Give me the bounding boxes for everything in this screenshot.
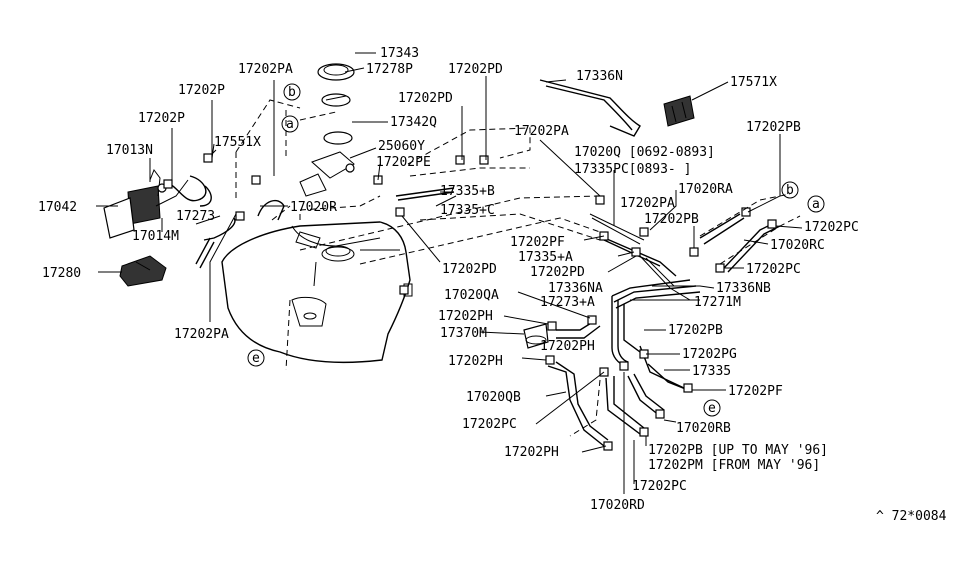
label-17202PA-top: 17202PA — [238, 62, 293, 77]
label-17013N: 17013N — [106, 143, 153, 158]
callout-e-right: e — [703, 399, 721, 417]
label-17020RD: 17020RD — [590, 498, 645, 513]
label-17280: 17280 — [42, 266, 81, 281]
label-17336NB: 17336NB — [716, 281, 771, 296]
label-17202PC-b: 17202PC — [462, 417, 517, 432]
label-17202PH-4: 17202PH — [504, 445, 559, 460]
label-17335PC: 17335PC[0893- ] — [574, 162, 691, 177]
label-17202PD-top: 17202PD — [448, 62, 503, 77]
label-17551X: 17551X — [214, 135, 261, 150]
part-labels: 17343 17278P 17202PA 17202P 17202P 17342… — [38, 46, 947, 524]
label-17202P-2: 17202P — [138, 111, 185, 126]
label-17202PB-2: 17202PB — [644, 212, 699, 227]
label-17202PA-mid: 17202PA — [514, 124, 569, 139]
label-17271M: 17271M — [694, 295, 741, 310]
callout-a-left: a — [281, 115, 299, 133]
label-17370M: 17370M — [440, 326, 487, 341]
label-17202PH-2: 17202PH — [540, 339, 595, 354]
label-17336N: 17336N — [576, 69, 623, 84]
hose-clamps — [163, 153, 777, 451]
label-25060Y: 25060Y — [378, 139, 425, 154]
callout-e-right-text: e — [708, 401, 716, 416]
callout-b-right: b — [781, 181, 799, 199]
fuel-tank — [221, 221, 413, 364]
label-17042: 17042 — [38, 200, 77, 215]
label-17343: 17343 — [380, 46, 419, 61]
label-17202PC-r: 17202PC — [804, 220, 859, 235]
clip-bracket — [663, 95, 695, 127]
label-17202PG: 17202PG — [682, 347, 737, 362]
filler-cap-parts — [299, 63, 355, 197]
label-17020QA: 17020QA — [444, 288, 499, 303]
label-17202PD-2: 17202PD — [398, 91, 453, 106]
label-17020RA: 17020RA — [678, 182, 733, 197]
callout-e-left: e — [247, 349, 265, 367]
label-17202PC-b2: 17202PC — [632, 479, 687, 494]
label-17278P: 17278P — [366, 62, 413, 77]
label-17202PB-up: 17202PB [UP TO MAY '96] — [648, 443, 828, 458]
label-17202PE: 17202PE — [376, 155, 431, 170]
label-17202PB-3: 17202PB — [668, 323, 723, 338]
label-17202PD-4: 17202PD — [530, 265, 585, 280]
label-17202PH-3: 17202PH — [448, 354, 503, 369]
callout-b-left-text: b — [288, 85, 296, 100]
label-17202PA-left: 17202PA — [174, 327, 229, 342]
fuel-strainer — [119, 255, 167, 287]
label-17202PC-r2: 17202PC — [746, 262, 801, 277]
callout-b-left: b — [283, 83, 301, 101]
label-17335B: 17335+B — [440, 184, 495, 199]
label-17020RC: 17020RC — [770, 238, 825, 253]
label-17335A: 17335+A — [518, 250, 573, 265]
label-17014M: 17014M — [132, 229, 179, 244]
label-17571X: 17571X — [730, 75, 777, 90]
label-17273A: 17273+A — [540, 295, 595, 310]
label-17020R: 17020R — [290, 200, 337, 215]
fuel-pump-assembly — [103, 168, 189, 239]
label-17202PB-top: 17202PB — [746, 120, 801, 135]
label-17202PA-r: 17202PA — [620, 196, 675, 211]
callout-a-right-text: a — [812, 197, 820, 212]
label-17342Q: 17342Q — [390, 115, 437, 130]
label-17202P-1: 17202P — [178, 83, 225, 98]
callout-b-right-text: b — [786, 183, 794, 198]
label-17202PF-1: 17202PF — [510, 235, 565, 250]
label-17202PH-1: 17202PH — [438, 309, 493, 324]
label-17335: 17335 — [692, 364, 731, 379]
fuel-filter — [523, 323, 549, 349]
label-17020RB: 17020RB — [676, 421, 731, 436]
label-17336NA: 17336NA — [548, 281, 603, 296]
callout-e-left-text: e — [252, 351, 260, 366]
diagram-code: ^ 72*0084 — [876, 509, 947, 524]
callout-a-left-text: a — [286, 117, 294, 132]
label-17335C: 17335+C — [440, 203, 495, 218]
callout-a-right: a — [807, 195, 825, 213]
label-17020Q: 17020Q [0692-0893] — [574, 145, 715, 160]
label-17202PM: 17202PM [FROM MAY '96] — [648, 458, 820, 473]
label-17202PF-2: 17202PF — [728, 384, 783, 399]
label-17202PD-3: 17202PD — [442, 262, 497, 277]
label-17020QB: 17020QB — [466, 390, 521, 405]
label-17273: 17273 — [176, 209, 215, 224]
leader-lines — [96, 52, 803, 494]
